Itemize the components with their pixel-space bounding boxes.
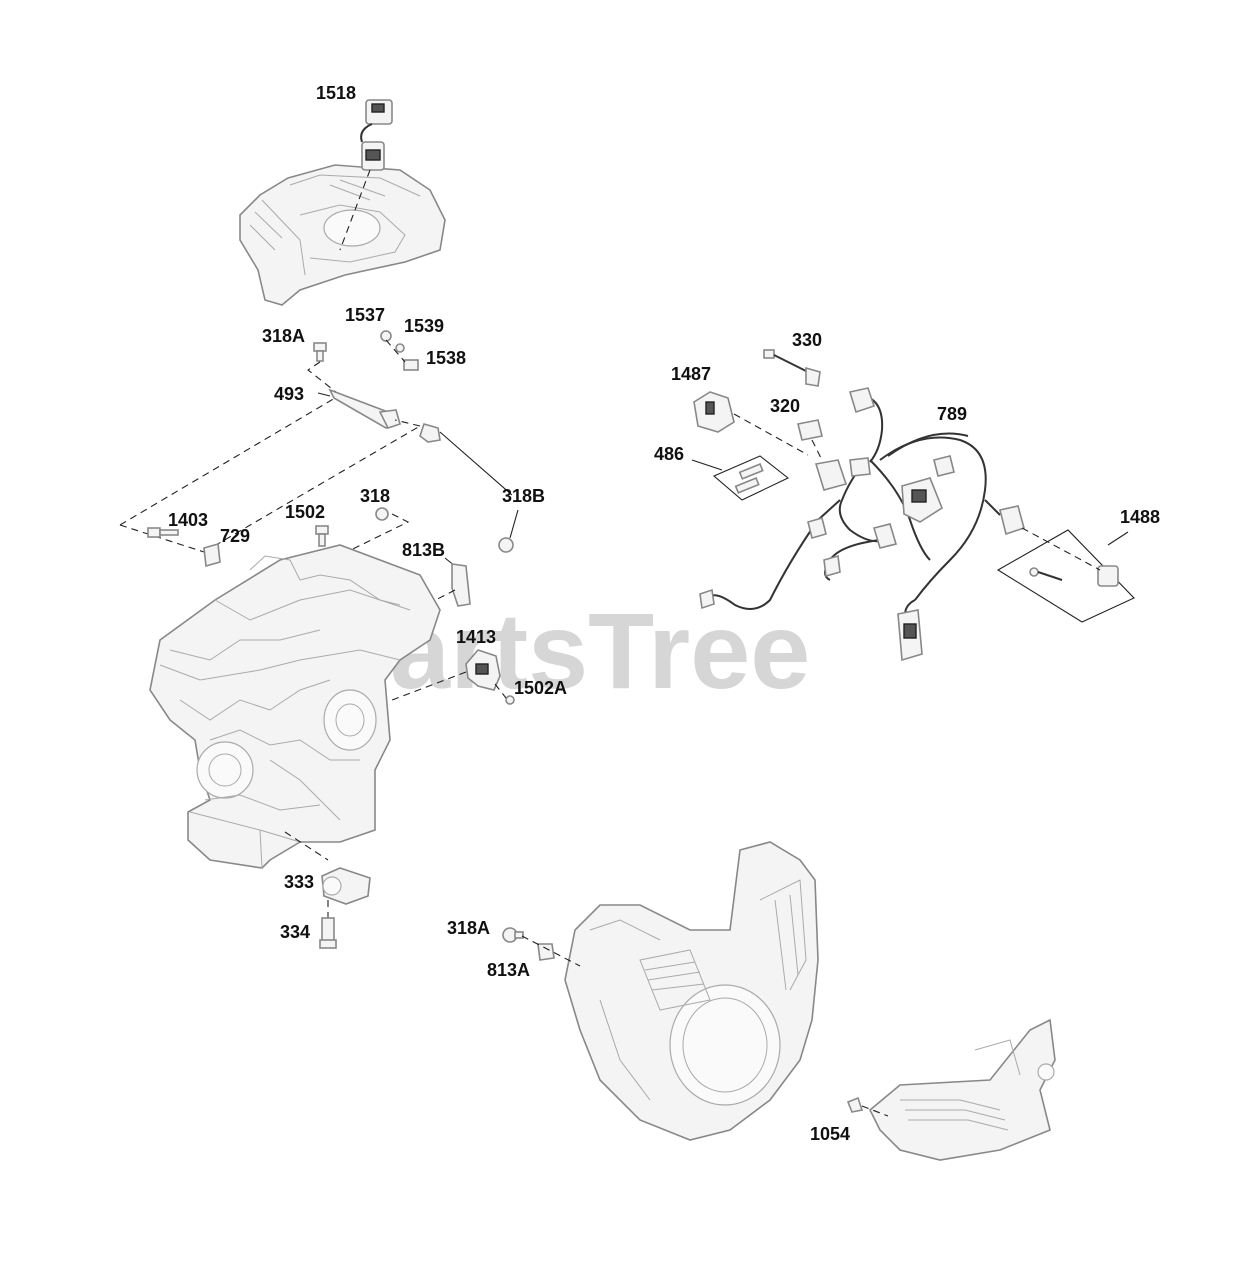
part-318A-bolt-top[interactable] <box>313 342 327 362</box>
callout-1502A: 1502A <box>514 678 567 698</box>
engine-block <box>149 544 441 869</box>
part-1502A-screw[interactable] <box>505 695 515 705</box>
callout-318B: 318B <box>502 486 545 506</box>
part-1539-washer[interactable] <box>395 343 405 353</box>
callout-486: 486 <box>654 444 684 464</box>
part-1054-clip[interactable] <box>846 1096 864 1113</box>
part-1488-kit[interactable] <box>996 529 1135 623</box>
callout-1502: 1502 <box>285 502 325 522</box>
callout-1539: 1539 <box>404 316 444 336</box>
part-729-clip[interactable] <box>203 542 221 568</box>
callout-1054: 1054 <box>810 1124 850 1144</box>
callout-318A-top: 318A <box>262 326 305 346</box>
callout-729: 729 <box>220 526 250 546</box>
part-1413-sensor[interactable] <box>465 649 501 691</box>
callout-330: 330 <box>792 330 822 350</box>
part-813A-clip[interactable] <box>537 943 555 961</box>
callout-1538: 1538 <box>426 348 466 368</box>
callout-333: 333 <box>284 872 314 892</box>
part-789-harness[interactable] <box>699 387 1025 662</box>
part-493-bracket[interactable] <box>328 388 401 429</box>
side-shroud <box>869 1018 1056 1161</box>
callout-320: 320 <box>770 396 800 416</box>
engine-top-cover <box>239 164 446 306</box>
part-1502-screw[interactable] <box>315 525 329 547</box>
part-320-relay[interactable] <box>797 419 823 441</box>
callout-1537: 1537 <box>345 305 385 325</box>
callout-789: 789 <box>937 404 967 424</box>
callout-1403: 1403 <box>168 510 208 530</box>
part-334-bolt[interactable] <box>319 917 337 949</box>
part-318-nut[interactable] <box>375 507 389 521</box>
part-318B-nut[interactable] <box>498 537 514 553</box>
part-1487-module[interactable] <box>693 391 735 433</box>
part-330-sensor[interactable] <box>763 349 821 387</box>
part-813B-clamp[interactable] <box>451 563 471 607</box>
part-1538-stud[interactable] <box>403 359 419 371</box>
callout-813A: 813A <box>487 960 530 980</box>
callout-813B: 813B <box>402 540 445 560</box>
blower-housing <box>564 841 819 1141</box>
part-486-fuses[interactable] <box>712 455 790 501</box>
callout-493: 493 <box>274 384 304 404</box>
part-333-sensor[interactable] <box>321 867 371 905</box>
callout-1488: 1488 <box>1120 507 1160 527</box>
callout-1487: 1487 <box>671 364 711 384</box>
callout-334: 334 <box>280 922 310 942</box>
callout-318A-bottom: 318A <box>447 918 490 938</box>
part-318A-bolt-bottom[interactable] <box>502 927 524 943</box>
part-1537-nut[interactable] <box>380 330 392 342</box>
part-1403-bolt[interactable] <box>147 527 179 538</box>
part-1518-connector[interactable] <box>360 99 393 171</box>
callout-1518: 1518 <box>316 83 356 103</box>
part-318B-bolt[interactable] <box>419 423 441 443</box>
callout-318: 318 <box>360 486 390 506</box>
callout-1413: 1413 <box>456 627 496 647</box>
